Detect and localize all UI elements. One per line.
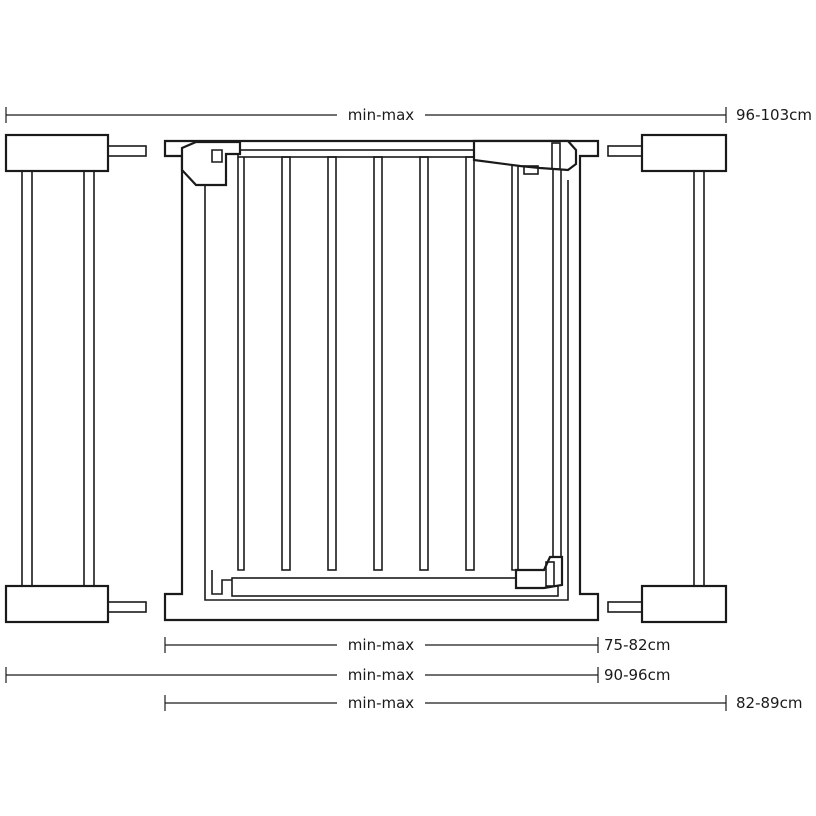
dimension-mid-value: 82-89cm: [736, 694, 802, 712]
right-extension-top-block: [640, 133, 728, 173]
gate-bar-3: [373, 156, 383, 571]
gate-bar-2: [327, 156, 337, 571]
dimension-top-value: 96-103cm: [736, 106, 812, 124]
right-extension: [607, 133, 728, 624]
dimension-mid: min-max 82-89cm: [164, 692, 802, 714]
right-extension-bar: [693, 170, 705, 587]
left-extension-bottom-pin: [107, 601, 147, 613]
gate-top-left-hinge: [180, 140, 242, 187]
dimension-mid-label: min-max: [348, 694, 415, 712]
right-extension-bottom-pin: [607, 601, 643, 613]
dimension-top: min-max 96-103cm: [5, 104, 812, 126]
gate-latch-clip: [523, 165, 539, 175]
left-extension-top-pin: [107, 145, 147, 157]
right-extension-bottom-block: [640, 584, 728, 624]
dimension-wide-value: 90-96cm: [604, 666, 670, 684]
left-extension-bar-2: [83, 170, 95, 587]
left-extension-bottom-block: [4, 584, 110, 624]
dimension-top-label: min-max: [348, 106, 415, 124]
dimension-gate: min-max 75-82cm: [164, 634, 670, 656]
gate-bottom-rail: [231, 577, 559, 597]
gate-bottom-latch: [514, 555, 564, 590]
gate-bar-1: [281, 156, 291, 571]
left-extension-top-block: [4, 133, 110, 173]
dimension-wide: min-max 90-96cm: [5, 664, 670, 686]
dimension-gate-value: 75-82cm: [604, 636, 670, 654]
left-extension: [4, 133, 147, 624]
gate-bottom-hinge: [211, 570, 232, 595]
gate-inner-frame: [204, 180, 569, 601]
dimension-gate-label: min-max: [348, 636, 415, 654]
gate-hinge-detail: [211, 149, 223, 163]
gate-bar-4: [419, 156, 429, 571]
gate-latch-handle-detail: [551, 142, 561, 170]
left-extension-bar-1: [21, 170, 33, 587]
gate-latch-handle: [472, 139, 578, 172]
gate-bar-5: [465, 156, 475, 571]
gate-door-left-stile: [237, 157, 245, 571]
gate-bottom-latch-detail: [545, 561, 555, 587]
gate-frame: [163, 139, 600, 622]
dimension-wide-label: min-max: [348, 666, 415, 684]
right-extension-top-pin: [607, 145, 643, 157]
